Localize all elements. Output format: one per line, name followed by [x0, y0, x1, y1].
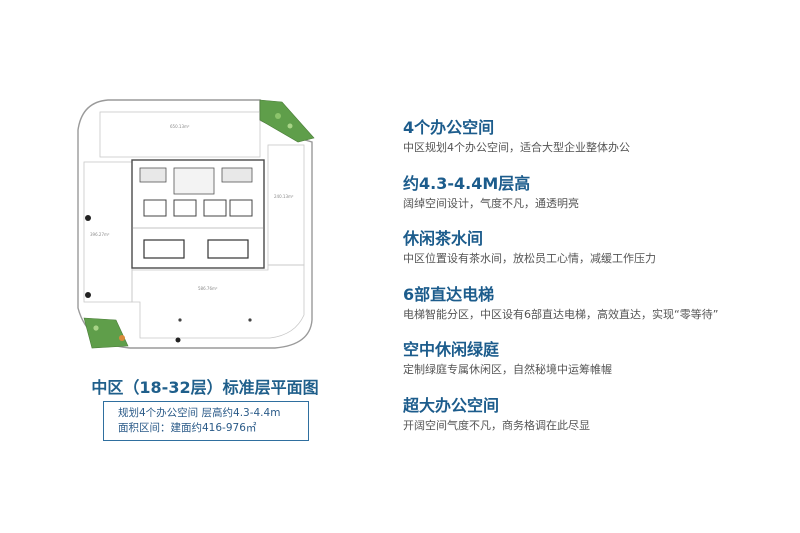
- feature-title: 超大办公空间: [403, 395, 500, 415]
- feature-item: 4个办公空间 中区规划4个办公空间，适合大型企业整体办公: [403, 118, 793, 174]
- plan-info-line-1: 规划4个办公空间 层高约4.3-4.4m: [118, 407, 281, 419]
- garden-northeast: [259, 99, 315, 143]
- feature-title: 约4.3-4.4M层高: [403, 173, 531, 193]
- lift-bank-1: [143, 199, 167, 217]
- feature-item: 6部直达电梯 电梯智能分区，中区设有6部直达电梯，高效直达，实现“零等待”: [403, 285, 793, 341]
- feature-desc: 电梯智能分区，中区设有6部直达电梯，高效直达，实现“零等待”: [403, 307, 719, 321]
- feature-item: 超大办公空间 开阔空间气度不凡，商务格调在此尽显: [403, 396, 793, 452]
- lift-bank-4: [229, 199, 253, 217]
- plan-info-line-2: 面积区间：建面约416-976㎡: [118, 422, 257, 434]
- feature-desc: 开阔空间气度不凡，商务格调在此尽显: [403, 418, 590, 432]
- plan-info-box: 规划4个办公空间 层高约4.3-4.4m 面积区间：建面约416-976㎡: [103, 401, 309, 441]
- stair-east: [221, 167, 253, 183]
- feature-desc: 定制绿庭专属休闲区，自然秘境中运筹帷幄: [403, 363, 612, 376]
- garden-southwest: [83, 317, 129, 349]
- feature-item: 约4.3-4.4M层高 阔绰空间设计，气度不凡，通透明亮: [403, 174, 793, 230]
- feature-title: 空中休闲绿庭: [403, 340, 500, 359]
- column: [85, 292, 91, 298]
- area-label-east: 240.13m²: [274, 194, 294, 199]
- north-office: [99, 111, 261, 158]
- area-label-north: 650.13m²: [170, 124, 190, 129]
- area-label-west: 396.27m²: [90, 232, 110, 237]
- floor-plan-drawing: 650.13m² 240.13m² 396.27m² 586.76m²: [77, 99, 315, 349]
- column: [248, 318, 252, 322]
- stair-west: [139, 167, 167, 183]
- feature-title: 6部直达电梯: [403, 284, 495, 304]
- feature-item: 空中休闲绿庭 定制绿庭专属休闲区，自然秘境中运筹帷幄: [403, 340, 793, 396]
- lift-bank-2: [173, 199, 197, 217]
- feature-list: 4个办公空间 中区规划4个办公空间，适合大型企业整体办公 约4.3-4.4M层高…: [403, 118, 793, 451]
- column: [85, 215, 91, 221]
- plan-caption: 中区（18-32层）标准层平面图: [91, 378, 319, 397]
- feature-title: 4个办公空间: [403, 118, 495, 137]
- restroom-block: [173, 167, 215, 195]
- feature-desc: 中区规划4个办公空间，适合大型企业整体办公: [403, 141, 630, 154]
- shaft-1: [143, 239, 185, 259]
- column: [175, 337, 181, 343]
- feature-item: 休闲茶水间 中区位置设有茶水间，放松员工心情，减缓工作压力: [403, 229, 793, 285]
- column: [178, 318, 182, 322]
- feature-desc: 阔绰空间设计，气度不凡，通透明亮: [403, 196, 579, 210]
- floor-plan: 650.13m² 240.13m² 396.27m² 586.76m²: [70, 90, 330, 365]
- shaft-2: [207, 239, 249, 259]
- lift-bank-3: [203, 199, 227, 217]
- feature-desc: 中区位置设有茶水间，放松员工心情，减缓工作压力: [403, 252, 656, 265]
- feature-title: 休闲茶水间: [403, 229, 484, 248]
- south-office: [131, 264, 305, 339]
- area-label-south: 586.76m²: [198, 286, 218, 291]
